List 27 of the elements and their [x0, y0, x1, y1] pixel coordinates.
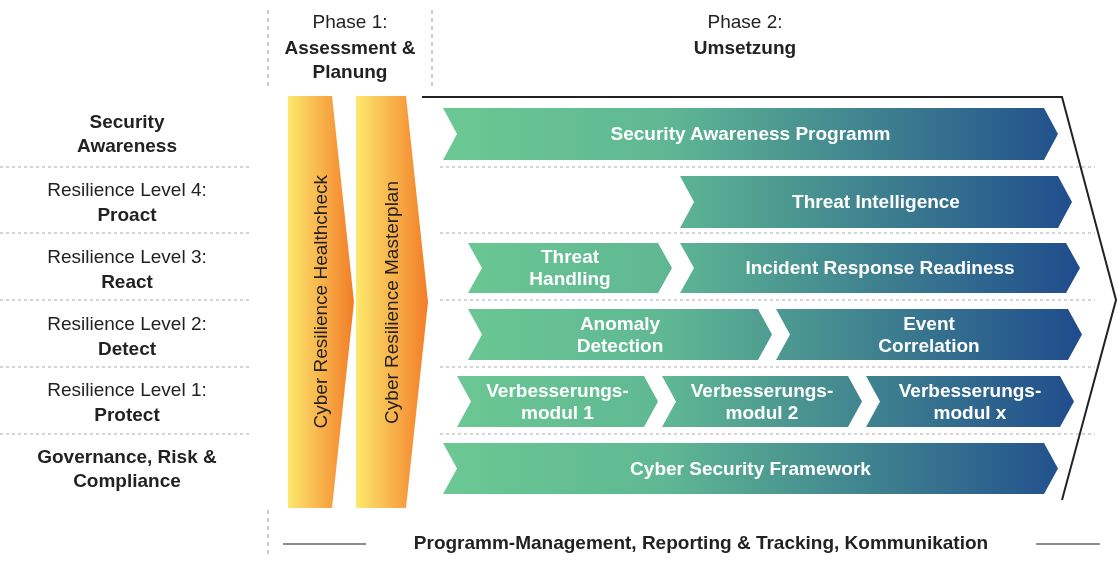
- row-heading: Security Awareness: [76, 110, 178, 158]
- process-block: Event Correlation: [776, 309, 1082, 360]
- process-block: Anomaly Detection: [468, 309, 772, 360]
- process-block: Verbesserungs- modul 1: [457, 376, 658, 427]
- phase-block: Cyber Resilience Healthcheck: [288, 96, 354, 508]
- process-block: Threat Handling: [468, 243, 672, 293]
- process-block: Verbesserungs- modul 2: [662, 376, 862, 427]
- phase-heading: Phase 1:: [311, 10, 389, 34]
- row-heading: Protect: [93, 403, 161, 427]
- process-block: Cyber Security Framework: [443, 443, 1058, 494]
- row-heading: Resilience Level 4:: [46, 178, 208, 202]
- row-heading: Detect: [96, 337, 158, 361]
- process-block: Verbesserungs- modul x: [866, 376, 1074, 427]
- row-heading: Resilience Level 3:: [46, 245, 208, 269]
- phase-heading: Umsetzung: [692, 36, 798, 60]
- phase-heading: Assessment & Planung: [283, 36, 417, 84]
- phase-heading: Phase 2:: [706, 10, 784, 34]
- footer-label: Programm-Management, Reporting & Tracking, Kommunikation: [412, 531, 990, 555]
- row-heading: Proact: [96, 203, 158, 227]
- row-heading: Resilience Level 2:: [46, 312, 208, 336]
- row-heading: React: [100, 270, 154, 294]
- row-heading: Resilience Level 1:: [46, 378, 208, 402]
- process-block: Security Awareness Programm: [443, 108, 1058, 160]
- phase-block: Cyber Resilience Masterplan: [356, 96, 428, 508]
- row-heading: Governance, Risk & Compliance: [36, 445, 218, 493]
- process-block: Incident Response Readiness: [680, 243, 1080, 293]
- process-block: Threat Intelligence: [680, 176, 1072, 228]
